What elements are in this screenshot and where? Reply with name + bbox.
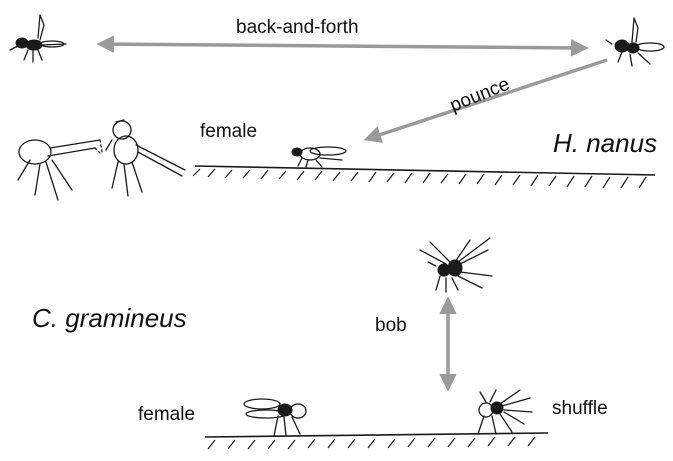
female-top-label: female xyxy=(200,121,257,143)
ground-top xyxy=(193,166,655,188)
fly-flying-right-icon xyxy=(606,18,664,66)
species-top-label: H. nanus xyxy=(553,128,657,159)
fly-female-bottom-icon xyxy=(244,399,306,436)
fly-female-top-icon xyxy=(292,147,346,167)
back-and-forth-label: back-and-forth xyxy=(236,17,359,39)
back-and-forth-arrow xyxy=(100,44,585,48)
fly-courting-pair-icon xyxy=(18,120,185,200)
fly-bob-icon xyxy=(420,238,492,292)
bob-label: bob xyxy=(375,315,407,337)
female-bottom-label: female xyxy=(138,404,195,426)
fly-shuffle-icon xyxy=(478,390,532,434)
species-bottom-label: C. gramineus xyxy=(32,303,187,334)
fly-flying-left-icon xyxy=(10,15,66,62)
shuffle-label: shuffle xyxy=(552,398,608,420)
ground-bottom xyxy=(205,433,548,449)
